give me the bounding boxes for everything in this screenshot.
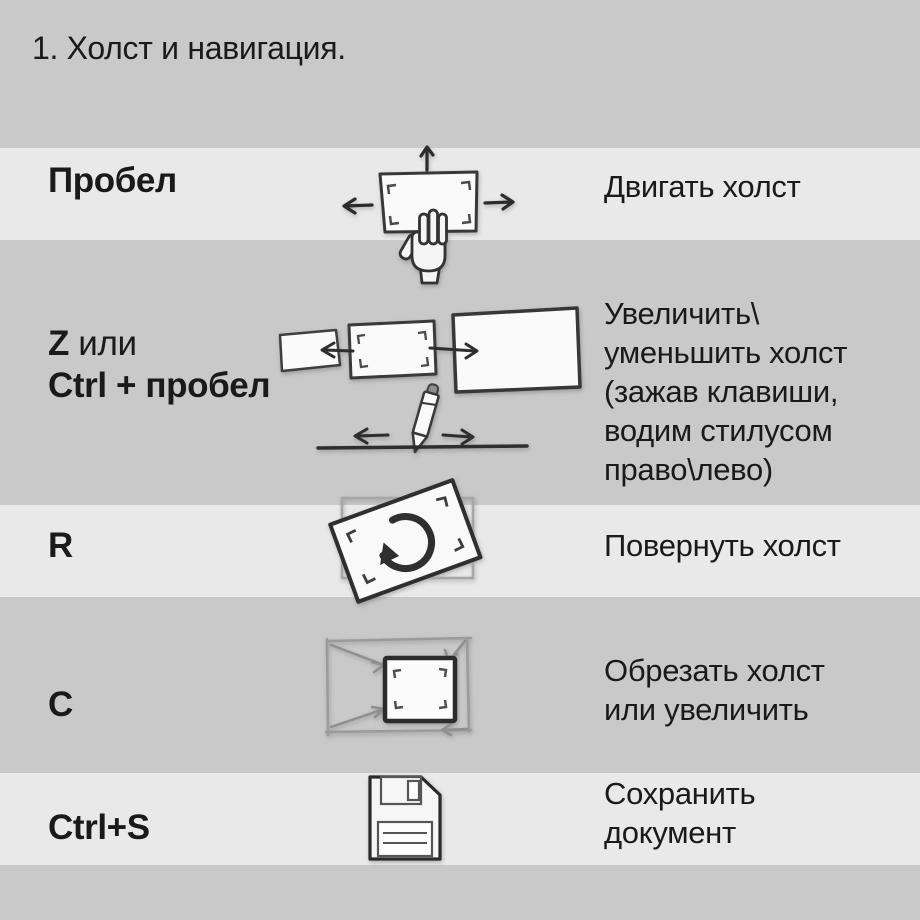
key-line: Z или xyxy=(48,323,270,365)
shortcut-desc-crop: Обрезать холст или увеличить xyxy=(604,651,825,729)
corner-marks xyxy=(356,330,430,369)
shortcut-key-rotate: R xyxy=(48,526,73,565)
arrow-right-icon xyxy=(483,193,515,211)
desc-line: Двигать холст xyxy=(604,169,801,204)
arrow-right-icon xyxy=(428,342,479,360)
canvas-sketch xyxy=(378,170,479,234)
shortcut-key-space: Пробел xyxy=(48,161,177,200)
canvas-sizes-sketch xyxy=(278,306,582,394)
floppy-label xyxy=(376,820,434,858)
arrow-up-icon xyxy=(419,145,435,172)
stylus-icon xyxy=(411,383,440,454)
desc-line: уменьшить холст xyxy=(604,335,848,370)
shortcut-desc-save: Сохранить документ xyxy=(604,774,756,852)
rotated-canvas-sketch xyxy=(328,478,483,604)
crop-frame-sketch xyxy=(382,655,458,724)
row-highlight-band xyxy=(0,773,920,865)
shortcut-key-zoom: Z или Ctrl + пробел xyxy=(48,323,271,407)
shortcut-desc-rotate: Повернуть холст xyxy=(604,526,841,565)
save-document-icon xyxy=(368,775,442,861)
desc-line: водим стилусом xyxy=(604,413,833,448)
corner-marks xyxy=(345,496,465,585)
floppy-shutter-slot xyxy=(406,779,421,802)
zoom-canvas-icon xyxy=(278,306,582,454)
key-ctrl-space: Ctrl + пробел xyxy=(48,366,271,405)
arrow-left-icon xyxy=(353,427,390,445)
desc-line: (зажав клавиши, xyxy=(604,374,839,409)
desc-line: Повернуть холст xyxy=(604,528,841,563)
shortcut-desc-zoom: Увеличить\ уменьшить холст (зажав клавиш… xyxy=(604,294,847,489)
desc-line: право\лево) xyxy=(604,452,773,487)
crop-canvas-icon xyxy=(324,636,473,737)
hand-icon xyxy=(398,208,448,285)
shortcut-key-save: Ctrl+S xyxy=(48,808,150,847)
inward-arrows xyxy=(329,639,469,737)
arrow-right-icon xyxy=(441,428,475,446)
key-joiner: или xyxy=(68,324,137,363)
corner-marks xyxy=(386,180,472,226)
desc-line: или увеличить xyxy=(604,692,809,727)
key-z: Z xyxy=(48,324,69,363)
rotate-ccw-arrow-icon xyxy=(379,513,436,572)
desc-line: документ xyxy=(604,815,736,850)
desc-line: Обрезать холст xyxy=(604,653,825,688)
baseline xyxy=(316,444,529,450)
page-title: 1. Холст и навигация. xyxy=(32,30,346,66)
floppy-label-lines xyxy=(383,832,427,844)
pan-canvas-icon xyxy=(342,145,515,285)
shortcut-key-crop: C xyxy=(48,685,73,724)
shortcut-desc-pan: Двигать холст xyxy=(604,167,801,206)
rotate-canvas-icon xyxy=(328,478,483,604)
key-line: Ctrl + пробел xyxy=(48,365,271,407)
arrow-left-icon xyxy=(320,341,355,359)
arrow-left-icon xyxy=(342,197,374,215)
corner-marks xyxy=(392,667,448,710)
desc-line: Сохранить xyxy=(604,776,756,811)
desc-line: Увеличить\ xyxy=(604,296,760,331)
